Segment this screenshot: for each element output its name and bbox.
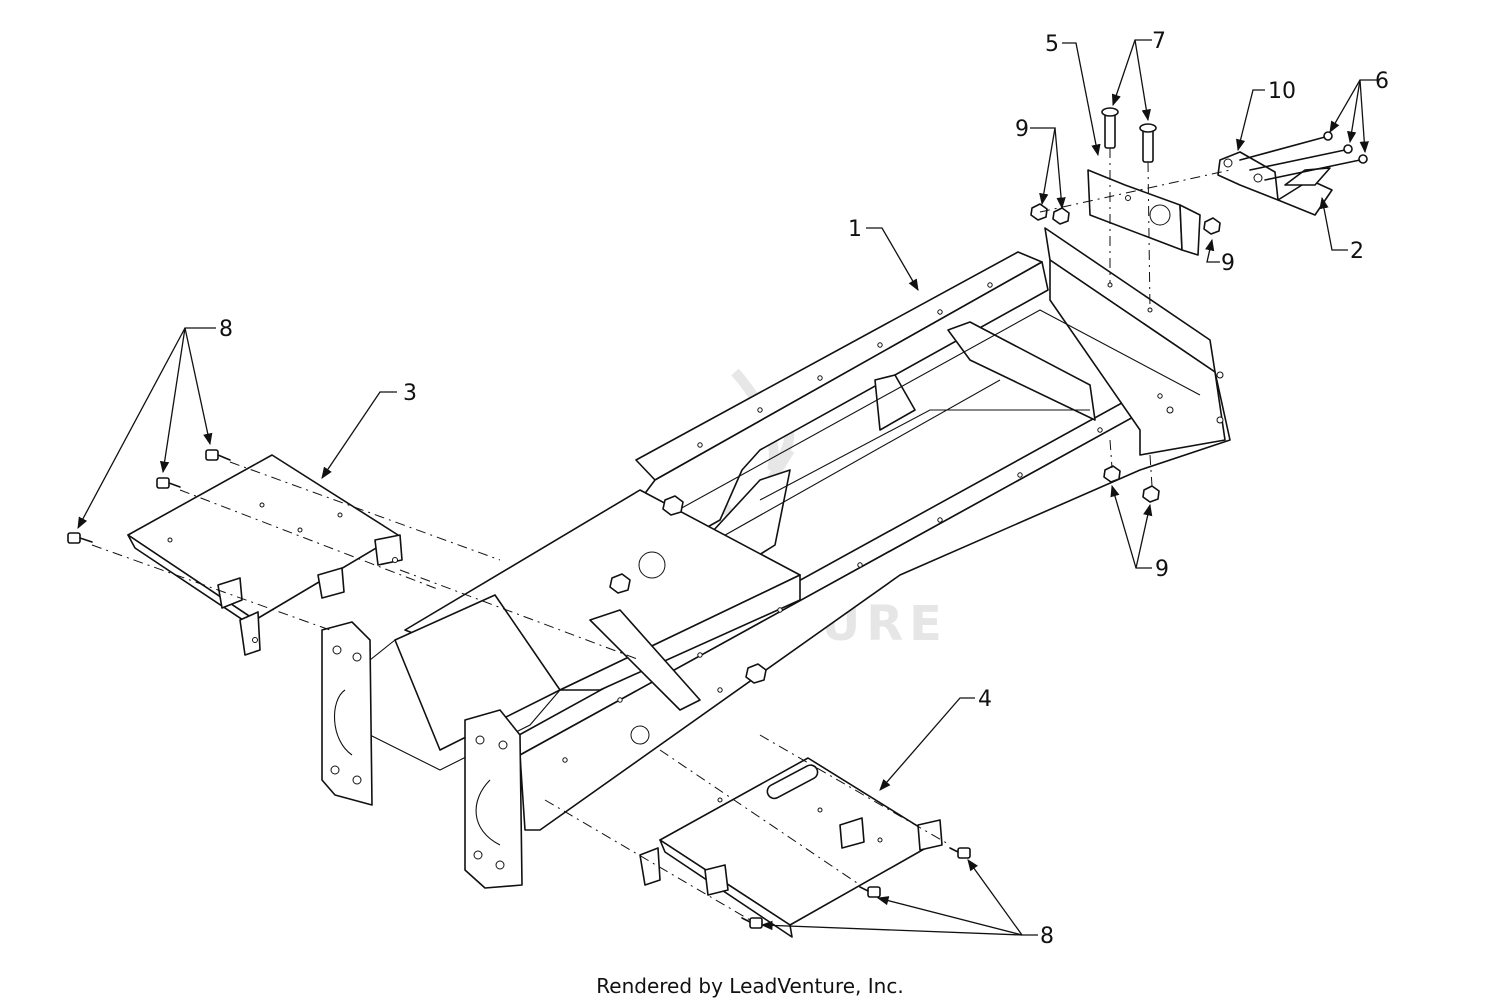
frame-holes <box>330 371 1224 870</box>
callout-8-right: 8 <box>1040 924 1054 949</box>
callout-4: 4 <box>978 687 992 712</box>
callout-9-top: 9 <box>1015 117 1029 142</box>
callout-1: 1 <box>848 217 862 242</box>
mounting-bracket <box>1087 169 1201 256</box>
main-frame <box>321 227 1231 889</box>
leader-lines <box>77 39 1377 936</box>
footer-credit: Rendered by LeadVenture, Inc. <box>596 974 904 998</box>
callout-8-left: 8 <box>219 317 233 342</box>
callout-10: 10 <box>1268 79 1296 104</box>
hardware <box>67 107 1368 929</box>
callout-labels: 1 2 3 4 5 6 7 8 8 9 9 9 10 <box>219 29 1389 949</box>
rail-holes <box>562 282 1163 763</box>
callout-9-lower: 9 <box>1155 557 1169 582</box>
latch-assembly <box>1217 151 1333 216</box>
callout-2: 2 <box>1350 239 1364 264</box>
footrest-left <box>127 454 403 656</box>
callout-3: 3 <box>403 381 417 406</box>
callout-7: 7 <box>1152 29 1166 54</box>
callout-6: 6 <box>1375 69 1389 94</box>
callout-9-right: 9 <box>1221 251 1235 276</box>
callout-5: 5 <box>1045 32 1059 57</box>
alignment-lines <box>91 148 1231 921</box>
footrest-right <box>639 757 943 938</box>
